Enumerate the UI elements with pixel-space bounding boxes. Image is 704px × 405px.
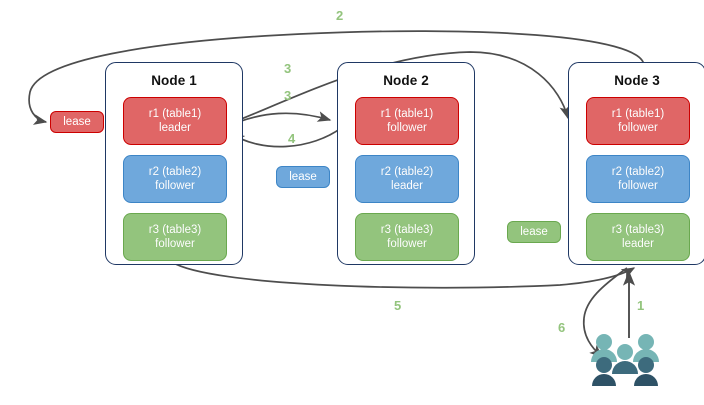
node-2-box[interactable]: Node 2 r1 (table1) follower r2 (table2) … — [337, 62, 475, 265]
node-1-replica-r2-name: r2 (table2) — [148, 166, 202, 178]
edge-label-1: 1 — [637, 298, 645, 313]
node-2-replica-r3-name: r3 (table3) — [380, 224, 434, 236]
edge-label-4: 4 — [288, 131, 296, 146]
node-1-replica-r3-role: follower — [155, 238, 195, 250]
node-1-replica-r3-name: r3 (table3) — [148, 224, 202, 236]
lease-badge-r2[interactable]: lease — [276, 166, 330, 188]
edge-5-path — [171, 261, 636, 289]
edge-label-2: 2 — [336, 8, 344, 23]
lease-badge-r3[interactable]: lease — [507, 221, 561, 243]
node-3-replica-r3-role: leader — [622, 238, 654, 250]
node-2-replica-r3[interactable]: r3 (table3) follower — [355, 213, 459, 261]
node-3-replica-r2[interactable]: r2 (table2) follower — [586, 155, 690, 203]
edge-label-3b: 3 — [284, 88, 292, 103]
lease-badge-r1[interactable]: lease — [50, 111, 104, 133]
node-1-replica-r1[interactable]: r1 (table1) leader — [123, 97, 227, 145]
node-2-replica-r2[interactable]: r2 (table2) leader — [355, 155, 459, 203]
node-2-replica-r1-name: r1 (table1) — [380, 108, 434, 120]
node-2-replica-r1[interactable]: r1 (table1) follower — [355, 97, 459, 145]
node-1-replica-r2-role: follower — [155, 180, 195, 192]
node-1-replica-r1-role: leader — [159, 122, 191, 134]
node-2-title: Node 2 — [383, 73, 429, 88]
node-2-replica-r2-role: leader — [391, 180, 423, 192]
users-icon — [591, 334, 659, 386]
node-1-box[interactable]: Node 1 r1 (table1) leader r2 (table2) fo… — [105, 62, 243, 265]
node-1-replica-r3[interactable]: r3 (table3) follower — [123, 213, 227, 261]
node-1-title: Node 1 — [151, 73, 197, 88]
node-1-replica-r1-name: r1 (table1) — [148, 108, 202, 120]
node-3-replica-r2-name: r2 (table2) — [611, 166, 665, 178]
node-3-replica-r1-name: r1 (table1) — [611, 108, 665, 120]
node-3-replica-r3[interactable]: r3 (table3) leader — [586, 213, 690, 261]
node-1-replica-r2[interactable]: r2 (table2) follower — [123, 155, 227, 203]
node-3-replica-r1[interactable]: r1 (table1) follower — [586, 97, 690, 145]
node-2-replica-r2-name: r2 (table2) — [380, 166, 434, 178]
node-3-box[interactable]: Node 3 r1 (table1) follower r2 (table2) … — [568, 62, 704, 265]
edge-label-5: 5 — [394, 298, 402, 313]
node-2-replica-r1-role: follower — [387, 122, 427, 134]
node-3-title: Node 3 — [614, 73, 660, 88]
edge-label-6: 6 — [558, 320, 566, 335]
node-3-replica-r3-name: r3 (table3) — [611, 224, 665, 236]
node-3-replica-r2-role: follower — [618, 180, 658, 192]
edge-label-3a: 3 — [284, 61, 292, 76]
node-3-replica-r1-role: follower — [618, 122, 658, 134]
node-2-replica-r3-role: follower — [387, 238, 427, 250]
users-group-icon — [588, 332, 662, 388]
